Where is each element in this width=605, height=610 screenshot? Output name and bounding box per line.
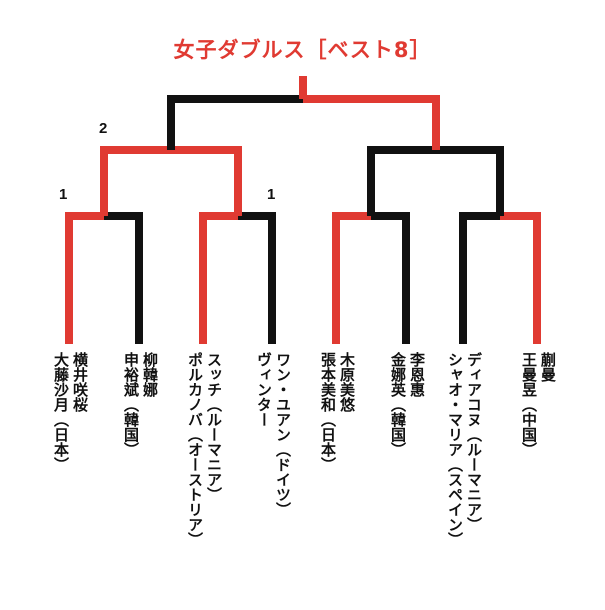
player-name-line: 王曼昱（中国） <box>520 352 538 457</box>
bracket-line-p5 <box>332 212 371 344</box>
bracket-line-p4 <box>238 212 276 344</box>
bracket-line-p6 <box>371 212 410 344</box>
player-entry: 蒯曼 王曼昱（中国） <box>520 352 557 457</box>
player-name-line: 大藤沙月（日本） <box>52 352 70 472</box>
player-name-line: 申裕斌（韓国） <box>122 352 140 457</box>
page-title: 女子ダブルス［ベスト8］ <box>173 38 432 62</box>
quarterfinal-lines <box>65 212 541 344</box>
player-name-line: スッチ（ルーマニア） <box>205 352 223 502</box>
player-name-line: 李恩惠 <box>408 352 426 397</box>
player-name-line: シャオ・マリア（スペイン） <box>446 352 464 547</box>
bracket-line-qf4 <box>436 146 504 216</box>
bracket-line-p8 <box>500 212 541 344</box>
seed-label: 2 <box>99 120 108 137</box>
player-entry: 李恩惠 金娜英（韓国） <box>389 352 426 457</box>
player-name-line: 蒯曼 <box>539 352 557 382</box>
player-name-line: 柳韓娜 <box>141 352 159 397</box>
semifinal-lines <box>100 146 504 216</box>
bracket-line-sf1 <box>167 95 303 150</box>
bracket-line-qf2 <box>171 146 242 216</box>
player-entry: 横井咲桜 大藤沙月（日本） <box>52 352 89 472</box>
player-entry: 柳韓娜 申裕斌（韓国） <box>122 352 159 457</box>
seed-label: 1 <box>267 186 276 203</box>
bracket-line-p3 <box>199 212 238 344</box>
player-entry: 木原美悠 張本美和（日本） <box>319 352 356 472</box>
bracket-line-p1 <box>65 212 104 344</box>
player-name-line: 木原美悠 <box>338 352 356 412</box>
player-name-line: ヴィンター <box>255 352 273 427</box>
bracket-line-qf3 <box>367 146 436 216</box>
player-name-line: 金娜英（韓国） <box>389 352 407 457</box>
bracket-line-p2 <box>104 212 143 344</box>
player-name-line: ワン・ユアン（ドイツ） <box>274 352 292 517</box>
player-name-line: 張本美和（日本） <box>319 352 337 472</box>
player-entry: ワン・ユアン（ドイツ） ヴィンター <box>255 352 292 517</box>
player-entry: スッチ（ルーマニア） ポルカノバ（オーストリア） <box>186 352 223 547</box>
bracket-line-sf2 <box>303 95 440 150</box>
seed-label: 1 <box>59 186 68 203</box>
player-name-line: ディアコヌ（ルーマニア） <box>465 352 483 532</box>
final-lines <box>167 76 440 150</box>
player-name-line: 横井咲桜 <box>71 352 89 412</box>
bracket-line-p7 <box>459 212 500 344</box>
bracket-line-qf1 <box>100 146 171 216</box>
player-name-line: ポルカノバ（オーストリア） <box>186 352 204 547</box>
player-entry: ディアコヌ（ルーマニア） シャオ・マリア（スペイン） <box>446 352 483 547</box>
